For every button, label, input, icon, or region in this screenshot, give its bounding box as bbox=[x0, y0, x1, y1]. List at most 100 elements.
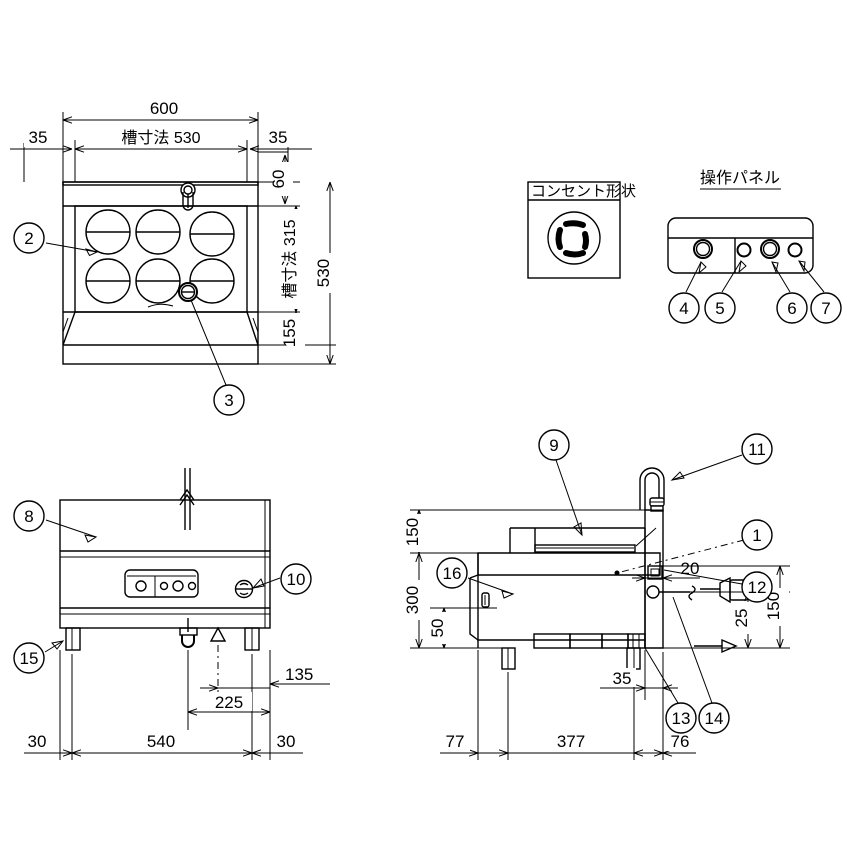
dim-35-side-label: 35 bbox=[613, 669, 632, 688]
control-knob-4[interactable] bbox=[693, 239, 713, 259]
balloon-13-label: 13 bbox=[672, 709, 691, 728]
dim-150-valve-label: 150 bbox=[764, 592, 783, 620]
side-view-extension-lines bbox=[477, 650, 664, 760]
balloon-2-label: 2 bbox=[24, 229, 33, 248]
balloon-12: 12 bbox=[663, 569, 773, 603]
balloon-3-label: 3 bbox=[224, 391, 233, 410]
control-knob-6[interactable] bbox=[760, 239, 780, 259]
dim-side-base-row: 77 377 76 bbox=[440, 732, 696, 757]
dim-135-label: 135 bbox=[285, 665, 313, 684]
outlet-shape-title: コンセント形状 bbox=[531, 183, 636, 200]
dim-30-left-label: 30 bbox=[28, 732, 47, 751]
dim-300-label: 300 bbox=[403, 586, 422, 614]
front-view-body bbox=[59, 499, 271, 651]
front-valve-icon bbox=[234, 579, 254, 599]
dim-35-side: 35 bbox=[600, 668, 678, 692]
balloon-11: 11 bbox=[670, 433, 773, 481]
dim-35-right-label: 35 bbox=[269, 128, 288, 147]
basket-circle bbox=[135, 258, 181, 304]
balloon-3: 3 bbox=[190, 299, 245, 416]
balloon-10-label: 10 bbox=[287, 570, 306, 589]
dim-540-label: 540 bbox=[147, 732, 175, 751]
basket-circle bbox=[85, 209, 131, 255]
dim-base-row: 30 540 30 bbox=[23, 732, 303, 757]
side-view-left-dims: 150 300 50 bbox=[403, 509, 663, 649]
side-handle-icon bbox=[481, 592, 490, 608]
dim-50: 50 bbox=[428, 607, 453, 649]
balloon-1-label: 1 bbox=[752, 526, 761, 545]
dim-tank-width: 槽寸法 530 bbox=[74, 128, 248, 153]
dim-overall-depth: 530 bbox=[258, 181, 339, 365]
dim-20-label: 20 bbox=[681, 559, 700, 578]
basket-circle bbox=[189, 211, 235, 257]
dim-tank-depth: 槽寸法 315 bbox=[281, 205, 305, 313]
top-view: 600 槽寸法 530 35 35 bbox=[10, 99, 339, 416]
side-under-components bbox=[533, 633, 646, 649]
dim-225-label: 225 bbox=[215, 693, 243, 712]
dim-overall-width: 600 bbox=[62, 99, 259, 124]
balloon-1: 1 bbox=[614, 519, 773, 576]
vent-pipe bbox=[179, 468, 195, 530]
balloon-9: 9 bbox=[538, 429, 583, 537]
side-view-right-dims: 20 25 150 bbox=[632, 558, 790, 649]
dim-30-right-label: 30 bbox=[277, 732, 296, 751]
front-control-panel bbox=[124, 569, 199, 598]
dim-top-band: 60 bbox=[269, 154, 293, 205]
balloon-7-label: 7 bbox=[821, 299, 830, 318]
balloon-13: 13 bbox=[644, 647, 697, 734]
basket-circles bbox=[85, 209, 235, 308]
balloon-6: 6 bbox=[776, 292, 808, 324]
balloon-12-label: 12 bbox=[748, 578, 767, 597]
control-panel-title: 操作パネル bbox=[700, 169, 780, 187]
balloon-4: 4 bbox=[668, 292, 700, 324]
front-drain bbox=[179, 618, 198, 648]
dim-530-label: 530 bbox=[314, 259, 333, 287]
balloon-5: 5 bbox=[704, 292, 736, 324]
dim-tank-depth-label: 槽寸法 315 bbox=[281, 219, 299, 298]
balloon-7: 7 bbox=[810, 292, 842, 324]
dim-left-margin: 35 bbox=[10, 128, 73, 153]
dim-60-label: 60 bbox=[269, 170, 288, 189]
balloon-6-label: 6 bbox=[787, 299, 796, 318]
dim-300: 300 bbox=[403, 552, 428, 649]
top-view-vertical-dims: 60 槽寸法 315 155 bbox=[258, 151, 339, 365]
dim-377-label: 377 bbox=[557, 732, 585, 751]
dim-right-margin: 35 bbox=[249, 128, 312, 153]
level-triangle-marker bbox=[209, 626, 227, 642]
dim-25: 25 bbox=[732, 591, 757, 649]
dim-600-label: 600 bbox=[150, 99, 178, 118]
gooseneck-spout bbox=[639, 467, 665, 512]
twist-lock-outlet-icon bbox=[547, 211, 601, 265]
faucet-top-icon bbox=[180, 182, 196, 211]
dim-155-label: 155 bbox=[280, 319, 299, 347]
dim-76-label: 76 bbox=[671, 732, 690, 751]
control-lamp-7[interactable] bbox=[787, 242, 803, 258]
dim-tank-width-label: 槽寸法 530 bbox=[121, 129, 200, 147]
control-panel-detail: 操作パネル bbox=[667, 169, 842, 324]
dim-25-label: 25 bbox=[732, 609, 751, 628]
balloon-10: 10 bbox=[251, 563, 312, 595]
dim-135: 135 bbox=[269, 665, 330, 688]
basket-circle bbox=[85, 258, 131, 304]
front-legs bbox=[65, 627, 260, 651]
basket-circle bbox=[189, 258, 235, 304]
top-view-body bbox=[62, 181, 259, 365]
balloon-4-label: 4 bbox=[679, 299, 688, 318]
balloon-8: 8 bbox=[13, 500, 98, 543]
balloon-16: 16 bbox=[436, 557, 515, 599]
balloon-8-label: 8 bbox=[24, 507, 33, 526]
balloon-14: 14 bbox=[672, 596, 730, 734]
balloon-15: 15 bbox=[13, 640, 65, 674]
control-lamp-5[interactable] bbox=[736, 242, 752, 258]
dim-225: 225 bbox=[187, 684, 271, 716]
balloon-11-label: 11 bbox=[748, 440, 766, 459]
dim-150-upper: 150 bbox=[403, 509, 428, 554]
basket-circle bbox=[135, 209, 181, 255]
balloon-2: 2 bbox=[13, 222, 99, 257]
dim-35-left-label: 35 bbox=[29, 128, 48, 147]
balloon-14-label: 14 bbox=[705, 709, 724, 728]
outlet-shape-panel: コンセント形状 bbox=[527, 181, 636, 279]
dim-77-label: 77 bbox=[446, 732, 465, 751]
